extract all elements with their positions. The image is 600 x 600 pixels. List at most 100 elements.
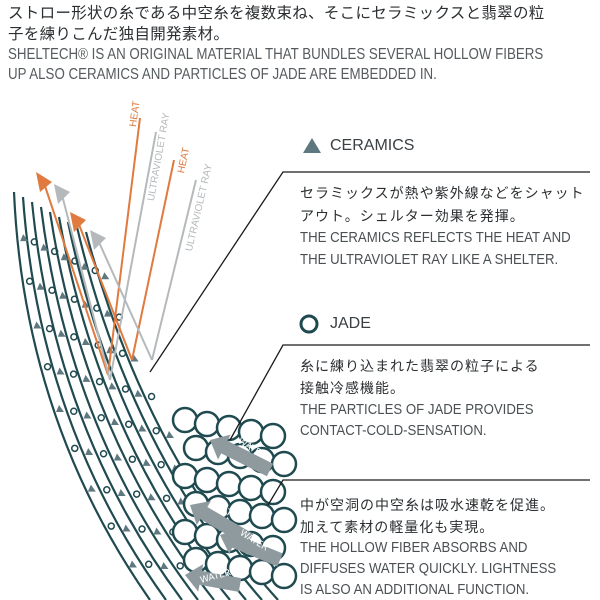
- heat-ray-line-2: [131, 159, 175, 361]
- ceramic-particle-icon: [104, 309, 113, 317]
- ceramic-particle-icon: [60, 253, 69, 261]
- ceramic-particle-icon: [87, 484, 96, 492]
- jade-particle-icon: [69, 370, 78, 378]
- jade-particle-icon: [48, 286, 56, 294]
- jade-particle-icon: [152, 427, 160, 435]
- jade-jp-2: 接触冷感機能。: [300, 381, 405, 397]
- uv-ray-line-2: [151, 179, 197, 361]
- ceramic-particle-icon: [101, 272, 110, 280]
- hollow-fiber-icon: [259, 422, 287, 450]
- hollow-fiber-icon: [193, 466, 221, 494]
- heat-ray-line: [107, 117, 141, 376]
- ceramic-particle-icon: [128, 560, 137, 568]
- uv-ray-reflection: [61, 194, 111, 381]
- ceramic-particle-icon: [40, 243, 49, 251]
- heat-ray-reflection-2: [77, 221, 133, 361]
- ceramic-particle-icon: [56, 405, 64, 412]
- jade-particle-icon: [70, 333, 78, 341]
- jade-circle-icon: [299, 314, 319, 334]
- heat-arrowhead-icon: [70, 212, 86, 232]
- jade-particle-icon: [144, 560, 153, 569]
- ceramic-particle-icon: [33, 321, 42, 329]
- jade-title: JADE: [330, 315, 371, 332]
- ceramic-particle-icon: [122, 524, 131, 532]
- ceramic-particle-icon: [142, 458, 151, 466]
- hollow-fiber-icon: [193, 410, 221, 438]
- ceramic-particle-icon: [81, 300, 90, 308]
- ceramic-particle-icon: [85, 448, 94, 456]
- ceramic-particle-icon: [83, 411, 92, 419]
- hollow-fiber-icon: [270, 506, 298, 534]
- jade-particle-icon: [71, 444, 79, 453]
- jade-particle-icon: [50, 247, 59, 256]
- jade-particle-icon: [132, 490, 141, 498]
- hollow-fiber-icon: [182, 546, 210, 574]
- intro-en-1: SHELTECH® IS AN ORIGINAL MATERIAL THAT B…: [8, 46, 544, 63]
- ceramic-particle-icon: [108, 382, 117, 390]
- hollow-jp-2: 加えて素材の軽量化も実現。: [300, 520, 495, 536]
- ceramic-particle-icon: [113, 453, 122, 461]
- ceramic-particle-icon: [59, 291, 68, 299]
- jade-particle-icon: [97, 414, 105, 422]
- jade-particle-icon: [70, 407, 78, 415]
- uv-arrowhead-icon: [90, 230, 106, 250]
- jade-particle-icon: [125, 420, 133, 428]
- ceramics-jp-2: アウト。シェルター効果を発揮。: [300, 209, 525, 225]
- hollow-en-2: DIFFUSES WATER QUICKLY. LIGHTNESS: [300, 560, 557, 577]
- uv-ray-reflection-2: [97, 239, 153, 361]
- ceramic-particle-icon: [57, 329, 66, 337]
- ceramic-particle-icon: [20, 234, 29, 242]
- intro-jp-1: ストロー形状の糸である中空糸を複数束ね、そこにセラミックスと翡翠の粒: [8, 4, 545, 22]
- fiber-strand: [39, 206, 199, 600]
- ceramics-en-1: THE CERAMICS REFLECTS THE HEAT AND: [300, 229, 571, 246]
- jade-particle-icon: [25, 277, 34, 286]
- ceramic-particle-icon: [82, 338, 91, 345]
- hollow-fiber-icon: [270, 562, 298, 590]
- intro-jp-2: 子を練りこんだ独自開発素材。: [8, 25, 230, 43]
- jade-particle-icon: [45, 324, 54, 333]
- jade-particle-icon: [93, 304, 101, 312]
- fiber-strand: [48, 211, 215, 600]
- hollow-fiber-icon: [248, 558, 276, 586]
- hollow-fiber-icon: [171, 518, 199, 546]
- ceramic-particle-icon: [117, 488, 126, 496]
- intro-en-2: UP ALSO CERAMICS AND PARTICLES OF JADE A…: [8, 66, 437, 83]
- hollow-fiber-icon: [215, 470, 243, 498]
- hollow-fiber-icon: [171, 462, 199, 490]
- fiber-strand: [21, 196, 167, 600]
- callout-lines: [149, 171, 590, 506]
- hollow-fiber-icon: [171, 406, 199, 434]
- ceramic-particle-icon: [82, 374, 91, 382]
- jade-particle-icon: [138, 525, 146, 533]
- jade-particle-icon: [107, 522, 115, 530]
- ceramic-particle-icon: [134, 389, 143, 397]
- jade-particle-icon: [99, 450, 108, 458]
- fiber-strand: [30, 201, 183, 600]
- water-arrow-icon: [220, 528, 283, 567]
- water-arrow-icon: [210, 434, 274, 477]
- hollow-fiber-icon: [182, 434, 210, 462]
- fiber-strand: [12, 191, 151, 600]
- ceramics-triangle-icon: [303, 138, 321, 153]
- jade-particle-icon: [43, 362, 52, 371]
- jade-particle-icon: [147, 392, 156, 401]
- ceramic-particle-icon: [138, 424, 147, 432]
- jade-en-1: THE PARTICLES OF JADE PROVIDES: [300, 401, 534, 418]
- ceramics-jp-1: セラミックスが熱や紫外線などをシャット: [300, 186, 585, 202]
- uv-arrowhead-icon: [54, 184, 70, 204]
- jade-particle-icon: [103, 486, 111, 494]
- hollow-en-3: IS ALSO AN ADDITIONAL FUNCTION.: [300, 581, 530, 598]
- ceramic-particle-icon: [147, 493, 156, 501]
- hollow-jp-1: 中が空洞の中空糸は吸水速乾を促進。: [300, 498, 555, 514]
- jade-particle-icon: [176, 562, 184, 570]
- hollow-fiber-icon: [248, 502, 276, 530]
- water-arrow-icon: [185, 564, 242, 592]
- jade-en-2: CONTACT-COLD-SENSATION.: [300, 422, 487, 439]
- hollow-fiber-icon: [237, 474, 265, 502]
- jade-particle-icon: [70, 295, 79, 303]
- jade-particle-icon: [30, 238, 39, 246]
- heat-arrowhead-icon: [36, 172, 52, 192]
- ceramic-particle-icon: [153, 527, 162, 535]
